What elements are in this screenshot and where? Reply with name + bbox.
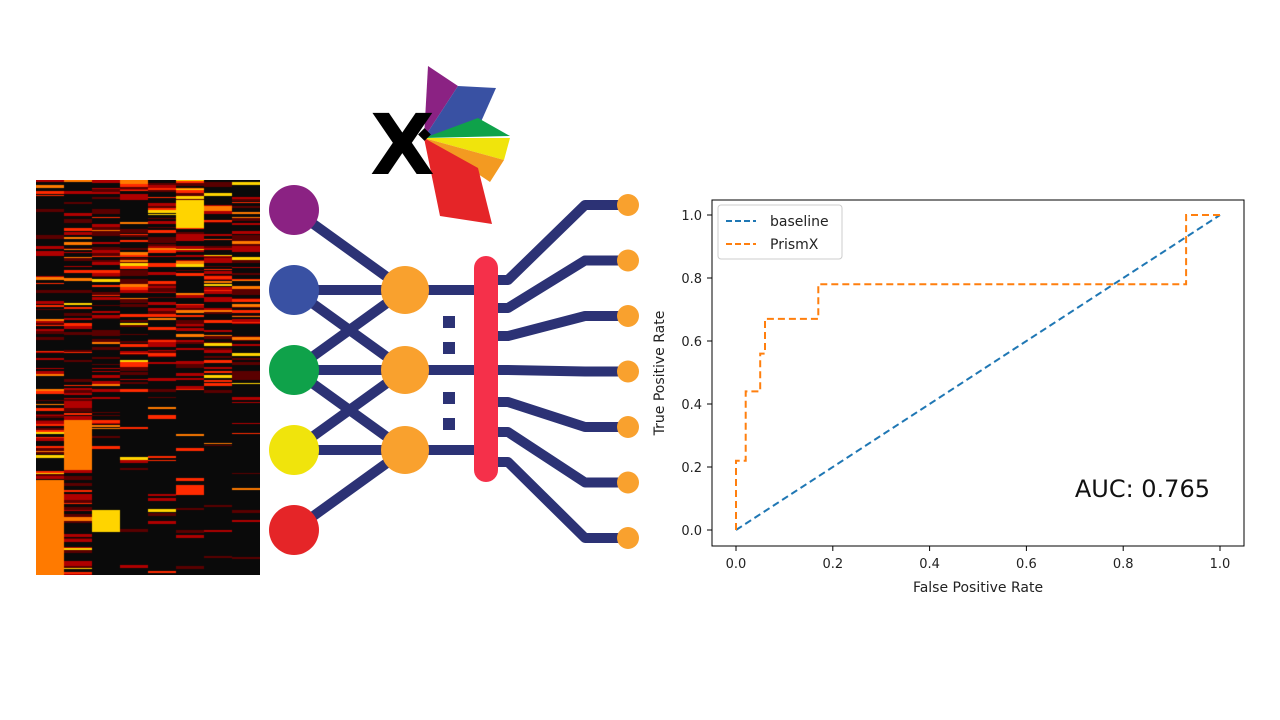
x-tick-label: 0.8 xyxy=(1113,557,1134,572)
series-line-baseline xyxy=(735,214,1221,531)
input-node xyxy=(269,185,319,235)
logo-petal xyxy=(424,138,504,182)
y-tick-label: 0.0 xyxy=(681,524,702,539)
x-axis-ticks: 0.0 0.2 0.4 0.6 0.8 1.0 xyxy=(726,546,1231,572)
output-node xyxy=(617,471,639,494)
legend-label-baseline: baseline xyxy=(770,214,829,230)
output-node xyxy=(617,360,639,383)
x-tick-label: 0.2 xyxy=(822,557,843,572)
legend: baseline PrismX xyxy=(717,204,843,260)
output-node xyxy=(617,527,639,549)
network-bar xyxy=(474,256,498,482)
y-tick-label: 1.0 xyxy=(681,209,702,224)
input-node xyxy=(269,505,319,555)
logo-petals xyxy=(424,66,510,224)
roc-series-lines xyxy=(735,214,1221,531)
input-node xyxy=(269,425,319,475)
ellipsis-dot xyxy=(443,392,455,404)
y-tick-label: 0.2 xyxy=(681,461,702,476)
y-tick-label: 0.8 xyxy=(681,272,702,287)
logo-petal xyxy=(424,66,458,138)
hidden-node xyxy=(381,266,429,314)
roc-chart: 0.0 0.2 0.4 0.6 0.8 1.0 0.0 0.2 0.4 0.6 0.8 1.0 Fa… xyxy=(652,199,1245,596)
input-node xyxy=(269,345,319,395)
y-tick-label: 0.6 xyxy=(681,335,702,350)
prismx-logo: X xyxy=(370,66,510,224)
logo-petal xyxy=(424,118,510,138)
x-tick-label: 1.0 xyxy=(1210,557,1231,572)
auc-annotation: AUC: 0.765 xyxy=(1075,475,1210,503)
legend-box xyxy=(717,204,843,260)
y-tick-label: 0.4 xyxy=(681,398,702,413)
hidden-node xyxy=(381,426,429,474)
output-node xyxy=(617,249,639,272)
network-edge xyxy=(486,457,628,543)
logo-petal xyxy=(424,86,496,138)
expression-heatmap xyxy=(36,180,260,575)
output-node xyxy=(617,305,639,327)
plot-frame xyxy=(711,199,1245,547)
y-axis-label: True Positive Rate xyxy=(652,311,668,437)
network-edge xyxy=(486,397,628,432)
x-tick-label: 0.6 xyxy=(1016,557,1037,572)
logo-petal xyxy=(424,138,492,224)
neural-network-diagram xyxy=(269,185,639,555)
hidden-node xyxy=(381,346,429,394)
x-tick-label: 0.4 xyxy=(919,557,940,572)
x-tick-label: 0.0 xyxy=(726,557,747,572)
network-edge xyxy=(486,200,628,285)
logo-dot xyxy=(418,128,431,141)
ellipsis-dot xyxy=(443,316,455,328)
logo-letter: X xyxy=(370,96,435,194)
series-line-prismx xyxy=(735,214,1220,530)
network-nodes xyxy=(269,185,639,555)
output-node xyxy=(617,416,639,438)
ellipsis-dot xyxy=(443,342,455,354)
output-node xyxy=(617,194,639,216)
network-edge xyxy=(486,365,628,377)
input-node xyxy=(269,265,319,315)
ellipsis-dot xyxy=(443,418,455,430)
logo-petal xyxy=(424,138,510,160)
network-edge xyxy=(486,311,628,341)
legend-label-prismx: PrismX xyxy=(770,237,819,253)
ellipsis-dots xyxy=(443,316,455,430)
y-axis-ticks: 0.0 0.2 0.4 0.6 0.8 1.0 xyxy=(681,209,712,539)
x-axis-label: False Positive Rate xyxy=(913,580,1043,596)
network-edges xyxy=(289,200,628,543)
